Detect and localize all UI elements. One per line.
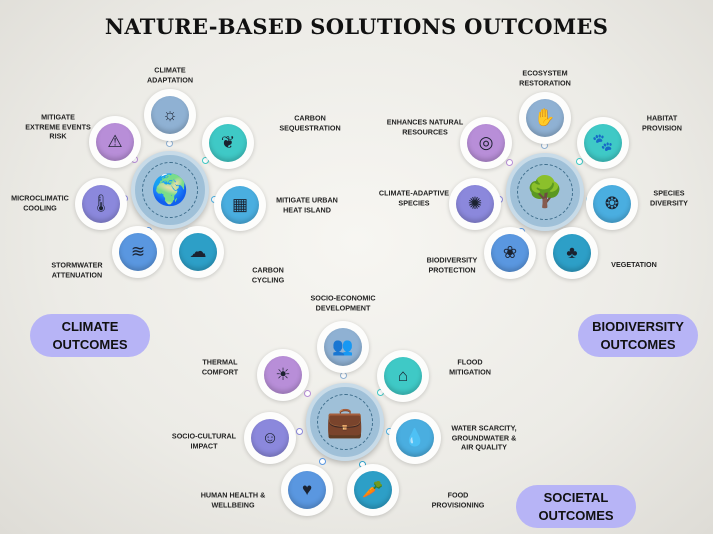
outcome-node[interactable]: ✺	[449, 178, 501, 230]
connector-dot	[296, 427, 303, 435]
outcome-label: SOCIO-CULTURAL IMPACT	[171, 431, 237, 450]
plant-co2-icon: ❦	[209, 124, 247, 162]
person-cycle-icon: ☼	[151, 96, 189, 134]
outcome-label: MITIGATE EXTREME EVENTS RISK	[25, 112, 91, 141]
rain-water-icon: ≋	[119, 233, 157, 271]
outcome-node[interactable]: ♣	[546, 227, 598, 279]
outcome-label: MITIGATE URBAN HEAT ISLAND	[276, 195, 338, 214]
outcome-node[interactable]: ☺	[244, 412, 296, 464]
house-sun-icon: ☀	[264, 356, 302, 394]
connector-dot	[576, 158, 584, 166]
outcome-node[interactable]: ☼	[144, 89, 196, 141]
connector-dot	[318, 458, 326, 466]
outcome-label: VEGETATION	[611, 260, 657, 270]
outcome-node[interactable]: 🐾	[577, 117, 629, 169]
outcome-node[interactable]: ❦	[202, 117, 254, 169]
outcome-label: MICROCLIMATIC COOLING	[11, 193, 69, 212]
outcome-node[interactable]: 🥕	[347, 464, 399, 516]
hands-plant-icon: ❀	[491, 234, 529, 272]
climate-hub-glyph: 🌍	[142, 162, 198, 218]
outcome-node[interactable]: ⚠	[89, 116, 141, 168]
outcome-label: CLIMATE ADAPTATION	[146, 65, 194, 84]
outcome-node[interactable]: ▦	[214, 179, 266, 231]
climate-outcomes-badge: CLIMATE OUTCOMES	[30, 314, 150, 357]
outcome-label: HABITAT PROVISION	[642, 113, 682, 132]
outcome-label: HUMAN HEALTH & WELLBEING	[200, 490, 266, 509]
outcome-node[interactable]: ◎	[460, 117, 512, 169]
outcome-node[interactable]: ♥	[281, 464, 333, 516]
outcome-label: CLIMATE-ADAPTIVE SPECIES	[378, 188, 450, 207]
animals-habitat-icon: 🐾	[584, 124, 622, 162]
adaptive-species-icon: ✺	[456, 185, 494, 223]
outcome-label: SPECIES DIVERSITY	[650, 188, 688, 207]
outcome-label: STORMWATER ATTENUATION	[51, 260, 103, 279]
outcome-label: BIODIVERSITY PROTECTION	[426, 255, 478, 274]
outcome-node[interactable]: 💧	[389, 412, 441, 464]
outcome-node[interactable]: ✋	[519, 92, 571, 144]
biodiversity-hub-glyph: 🌳	[517, 164, 573, 220]
outcome-node[interactable]: 👥	[317, 321, 369, 373]
societal-hub-glyph: 💼	[317, 394, 373, 450]
outcome-node[interactable]: ❂	[586, 178, 638, 230]
natural-resources-icon: ◎	[467, 124, 505, 162]
societal-outcomes-badge: SOCIETAL OUTCOMES	[516, 485, 636, 528]
outcome-label: ENHANCES NATURAL RESOURCES	[386, 117, 464, 136]
vegetables-icon: 🥕	[354, 471, 392, 509]
outcome-label: FOOD PROVISIONING	[431, 490, 485, 509]
outcome-label: CARBON SEQUESTRATION	[279, 113, 341, 132]
page-title: NATURE-BASED SOLUTIONS OUTCOMES	[104, 14, 609, 39]
outcome-node[interactable]: ☀	[257, 349, 309, 401]
flooded-house-icon: ⌂	[384, 357, 422, 395]
outcome-label: WATER SCARCITY, GROUNDWATER & AIR QUALIT…	[451, 423, 517, 452]
outcome-node[interactable]: ≋	[112, 226, 164, 278]
connector-dot	[304, 390, 312, 398]
outcome-node[interactable]: 🌡	[75, 178, 127, 230]
city-buildings-icon: ▦	[221, 186, 259, 224]
outcome-label: THERMAL COMFORT	[201, 357, 239, 376]
map-hand-icon: ✋	[526, 99, 564, 137]
outcome-label: FLOOD MITIGATION	[449, 357, 491, 376]
outcome-node[interactable]: ⌂	[377, 350, 429, 402]
outcome-node[interactable]: ❀	[484, 227, 536, 279]
health-family-briefcase-icon: 💼	[306, 383, 384, 461]
people-growth-icon: 👥	[324, 328, 362, 366]
water-drop-search-icon: 💧	[396, 419, 434, 457]
warning-flood-icon: ⚠	[96, 123, 134, 161]
connector-dot	[166, 140, 173, 147]
outcome-label: CARBON CYCLING	[251, 265, 285, 284]
species-cycle-icon: ❂	[593, 185, 631, 223]
trees-field-icon: ♣	[553, 234, 591, 272]
connector-dot	[339, 372, 347, 380]
earth-tree-animals-icon: 🌳	[506, 153, 584, 231]
biodiversity-outcomes-badge: BIODIVERSITY OUTCOMES	[578, 314, 698, 357]
outcome-label: ECOSYSTEM RESTORATION	[519, 68, 571, 87]
connector-dot	[505, 158, 513, 166]
globe-hands-tractor-icon: 🌍	[131, 151, 209, 229]
co2-cloud-icon: ☁	[179, 233, 217, 271]
community-icon: ☺	[251, 419, 289, 457]
outcome-node[interactable]: ☁	[172, 226, 224, 278]
outcome-label: SOCIO-ECONOMIC DEVELOPMENT	[310, 293, 376, 312]
head-heart-icon: ♥	[288, 471, 326, 509]
thermometer-icon: 🌡	[82, 185, 120, 223]
